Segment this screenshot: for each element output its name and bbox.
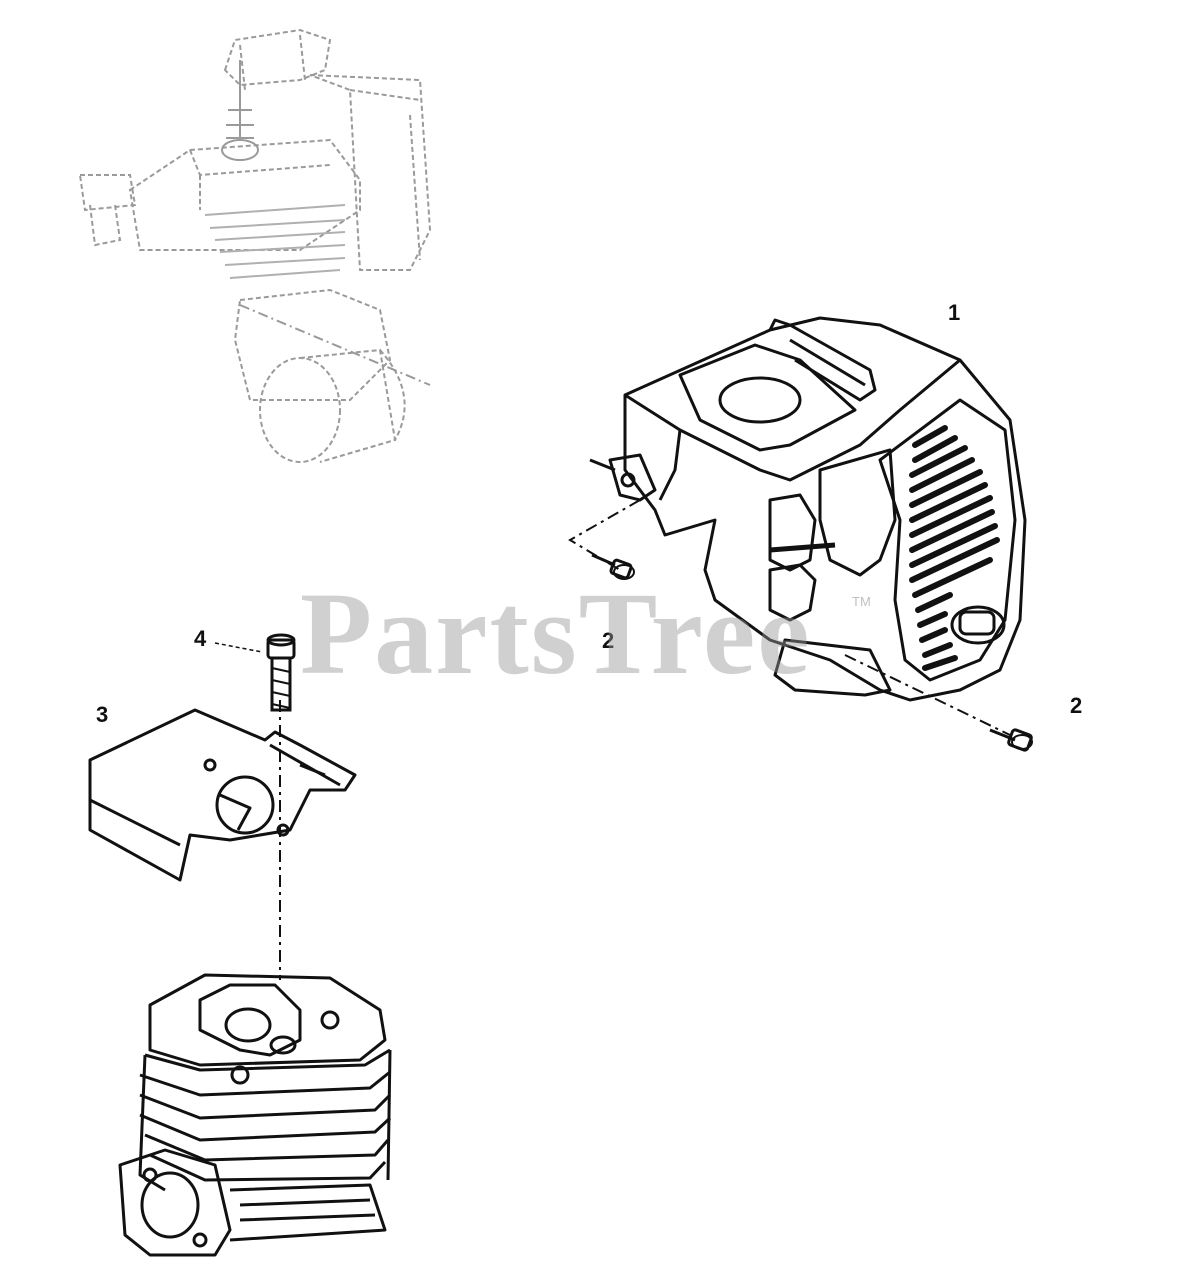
heat-shield-part <box>90 710 355 880</box>
callout-label-3: 3 <box>96 702 109 727</box>
bolt-part <box>268 635 294 710</box>
engine-reference-illustration <box>80 30 430 462</box>
cylinder-cover-part <box>590 318 1025 700</box>
callout-label-2-left: 2 <box>602 628 615 653</box>
callout-label-1: 1 <box>948 300 961 325</box>
cylinder-block-part <box>120 975 390 1255</box>
callout-label-2-right: 2 <box>1070 693 1083 718</box>
partstree-watermark: PartsTree <box>300 568 812 699</box>
watermark-trademark: TM <box>852 594 871 609</box>
screw-left-part <box>592 555 634 579</box>
callout-label-4: 4 <box>194 626 207 651</box>
screw-right-part <box>990 729 1032 751</box>
bolt-leader-line <box>215 643 262 652</box>
